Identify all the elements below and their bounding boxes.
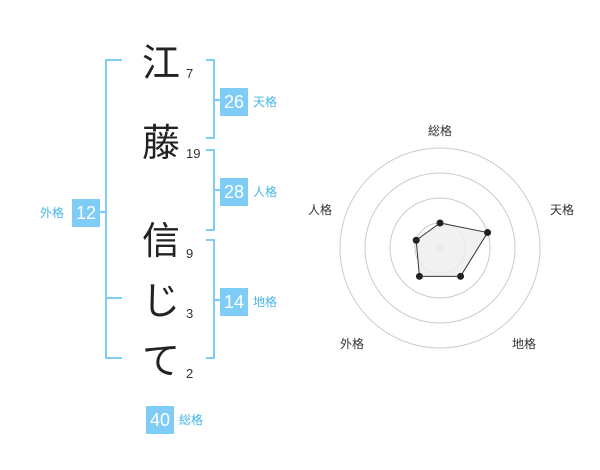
chikaku-label: 地格 bbox=[253, 295, 278, 309]
soukaku-label: 総格 bbox=[179, 413, 204, 427]
radar-points bbox=[412, 219, 492, 280]
radar-point-4 bbox=[415, 272, 423, 280]
radar-label-tenkaku: 天格 bbox=[550, 203, 575, 217]
radar-point-2 bbox=[484, 229, 492, 237]
radar-point-1 bbox=[436, 219, 444, 227]
stroke-count-4: 3 bbox=[186, 306, 194, 321]
radar-label-soukaku: 総格 bbox=[428, 124, 453, 138]
name-char-5: て bbox=[141, 339, 180, 383]
radar-label-gaikaku: 外格 bbox=[340, 337, 365, 351]
radar-point-5 bbox=[412, 236, 420, 244]
name-char-2: 藤 bbox=[141, 121, 180, 165]
radar-label-jinkaku: 人格 bbox=[308, 203, 333, 217]
stroke-count-5: 2 bbox=[186, 366, 194, 381]
radar-shape bbox=[415, 222, 489, 277]
radar-point-3 bbox=[457, 272, 465, 280]
radar-ring bbox=[364, 172, 516, 324]
soukaku-score: 40 bbox=[146, 406, 174, 434]
tenkaku-score: 26 bbox=[220, 88, 248, 116]
tenkaku-label: 天格 bbox=[253, 95, 278, 109]
gaikaku-score: 12 bbox=[72, 199, 100, 227]
gaikaku-label: 外格 bbox=[40, 206, 65, 220]
radar-ring bbox=[389, 197, 491, 299]
stroke-count-2: 19 bbox=[186, 146, 201, 161]
name-char-1: 江 bbox=[141, 41, 180, 85]
stroke-count-3: 9 bbox=[186, 246, 194, 261]
jinkaku-label: 人格 bbox=[253, 185, 278, 199]
stroke-count-1: 7 bbox=[186, 66, 194, 81]
chikaku-score: 14 bbox=[220, 288, 248, 316]
name-char-4: じ bbox=[141, 279, 180, 323]
radar-ring bbox=[339, 147, 541, 349]
name-char-3: 信 bbox=[141, 219, 180, 263]
radar-chart bbox=[339, 147, 541, 349]
jinkaku-score: 28 bbox=[220, 178, 248, 206]
radar-label-chikaku: 地格 bbox=[512, 337, 537, 351]
